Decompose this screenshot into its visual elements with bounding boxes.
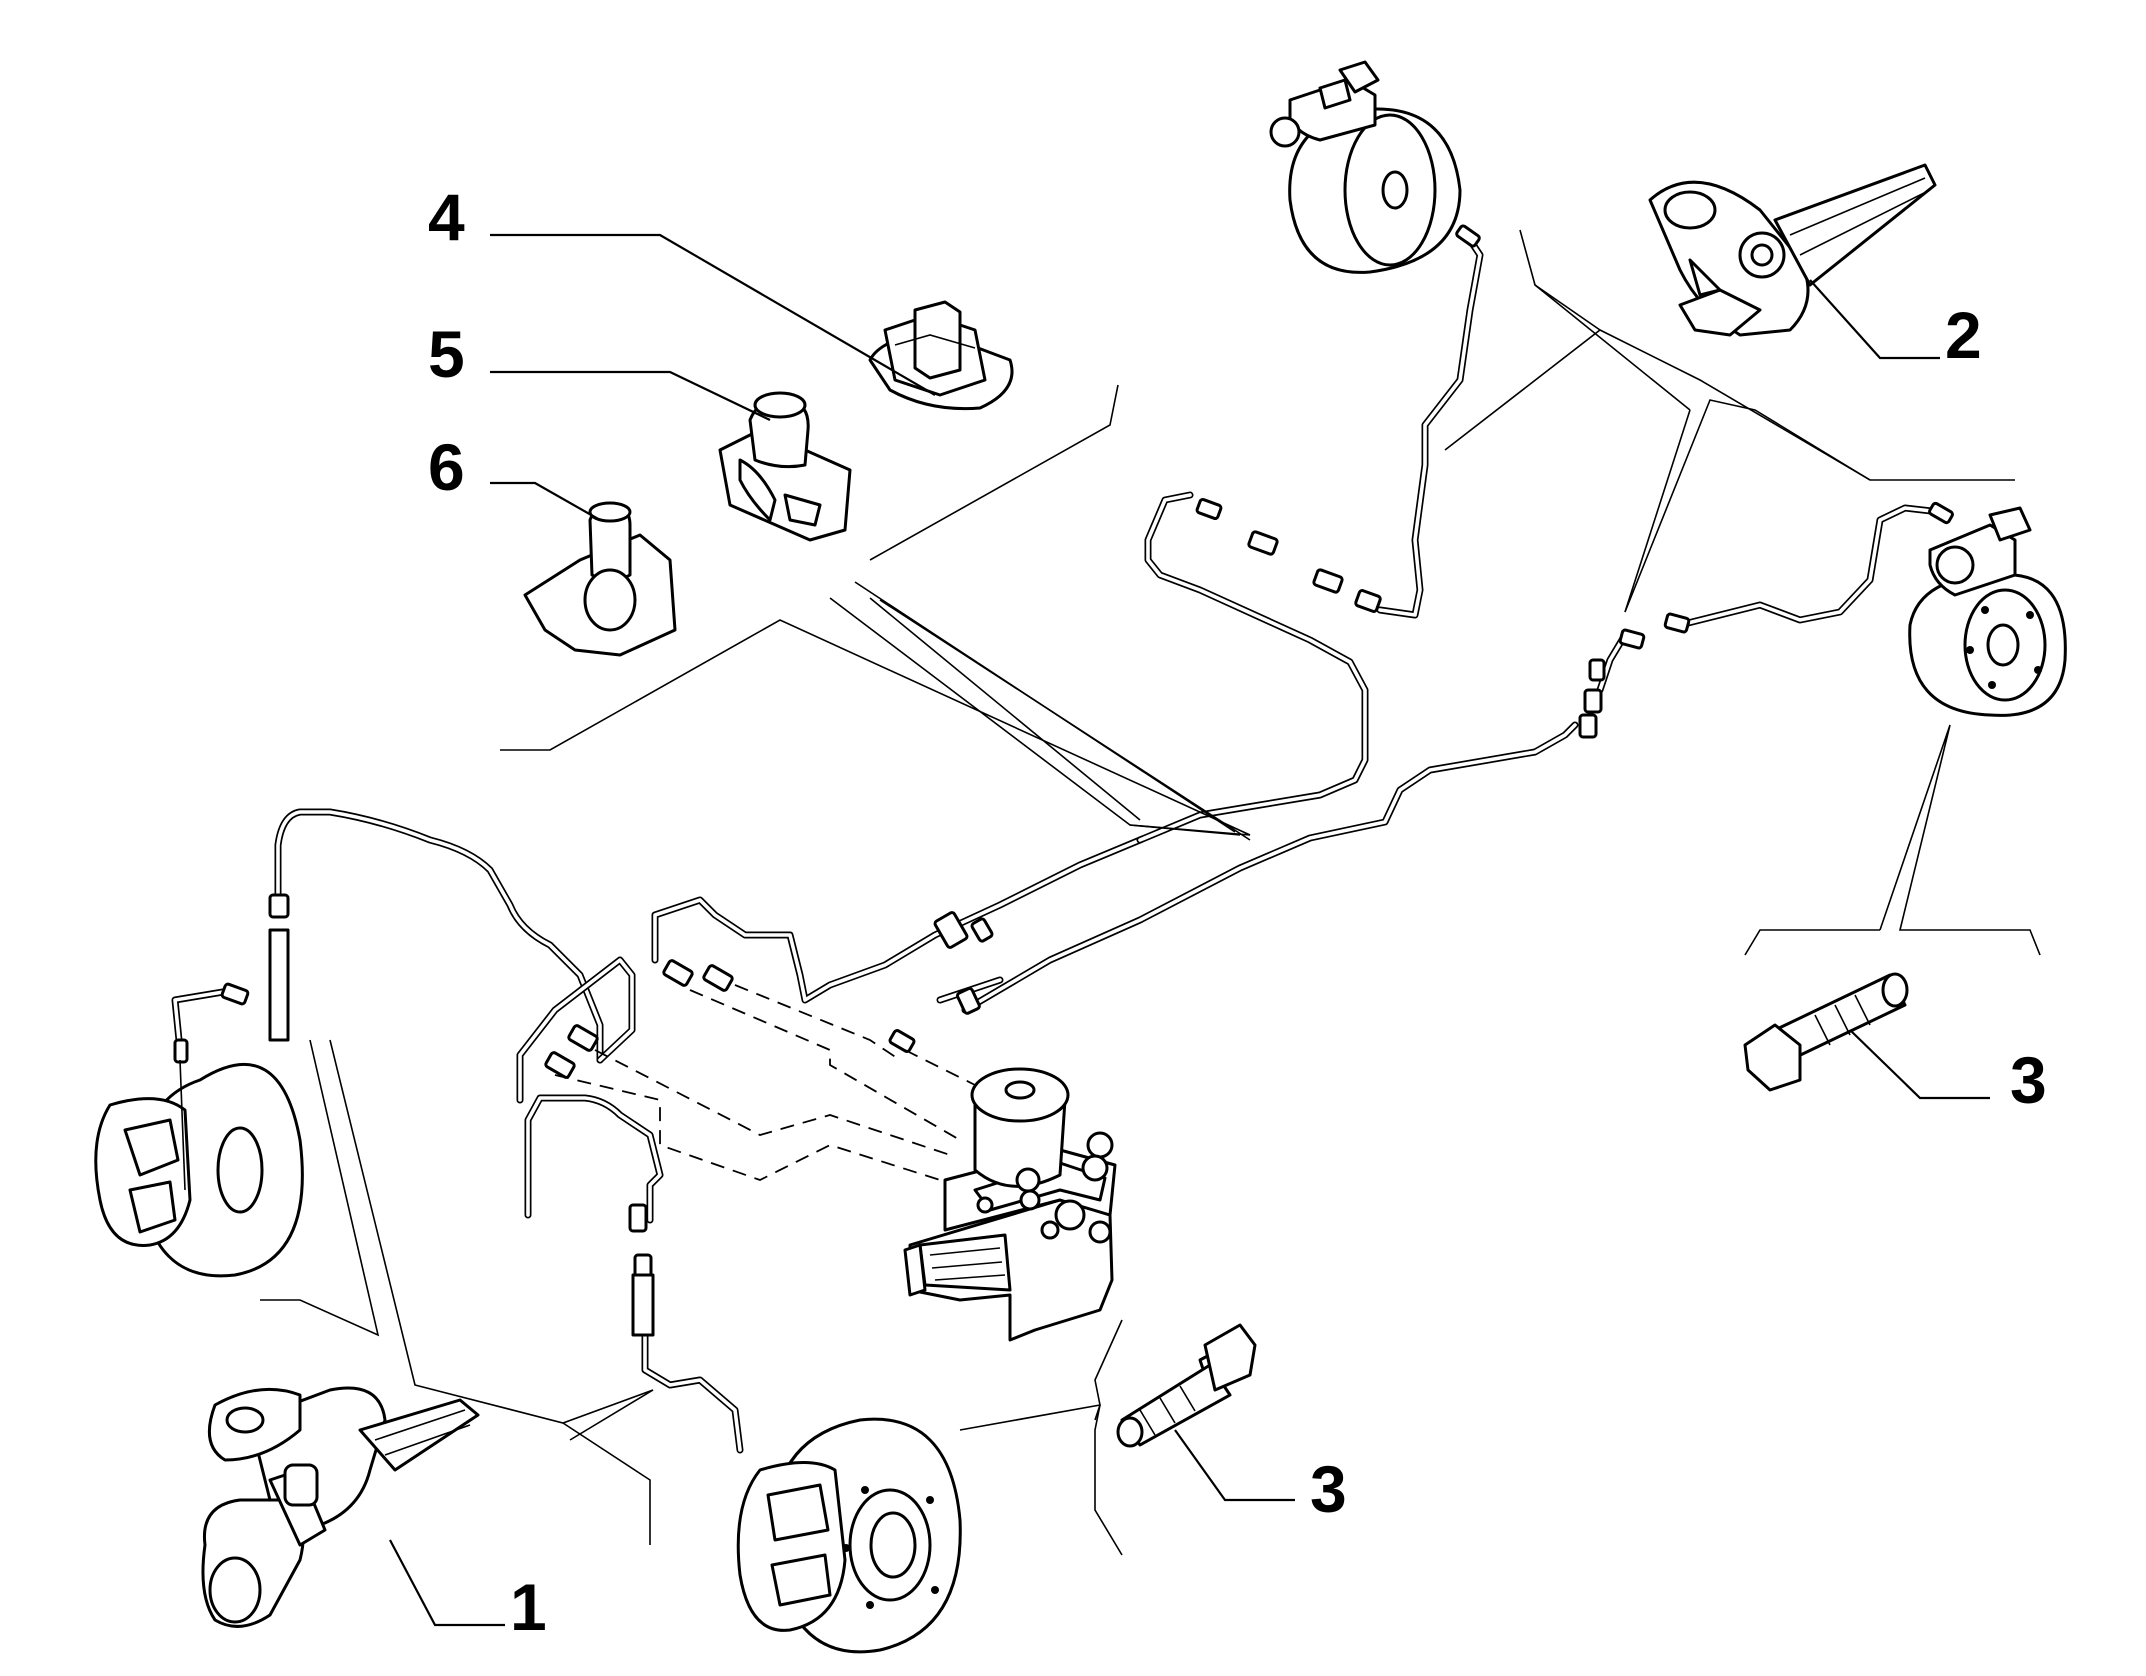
front-left-disc-caliper [94,1059,304,1278]
abs-bracket-part-5 [718,391,852,542]
callout-3-rear: 3 [2010,1043,2047,1117]
callout-6: 6 [428,430,465,504]
brake-pipes [171,236,1944,1454]
pipe-clip-part-4 [868,300,1014,411]
callout-1: 1 [510,1570,547,1644]
callout-4: 4 [428,180,465,254]
dashed-connections [554,984,976,1181]
mounting-bush-part-6 [523,501,677,657]
callout-2: 2 [1945,298,1982,372]
pipe-fittings [173,224,1954,1337]
callout-5: 5 [428,317,465,391]
rear-right-wheel-speed-sensor [1648,163,1937,337]
callout-3-front: 3 [1310,1452,1347,1526]
rear-left-drum-brake [1269,60,1462,274]
callout-leaders [389,233,1990,1627]
rear-right-disc-brake [1908,506,2067,717]
abs-hydraulic-unit [903,1067,1117,1342]
bolt-rear [1743,972,1909,1092]
front-right-disc-caliper [736,1417,962,1654]
bolt-front [1116,1323,1257,1448]
callout-labels: 1 2 3 3 4 5 6 [428,180,2047,1644]
front-left-wheel-speed-sensor [201,1386,480,1628]
guide-lines [260,229,2041,1556]
